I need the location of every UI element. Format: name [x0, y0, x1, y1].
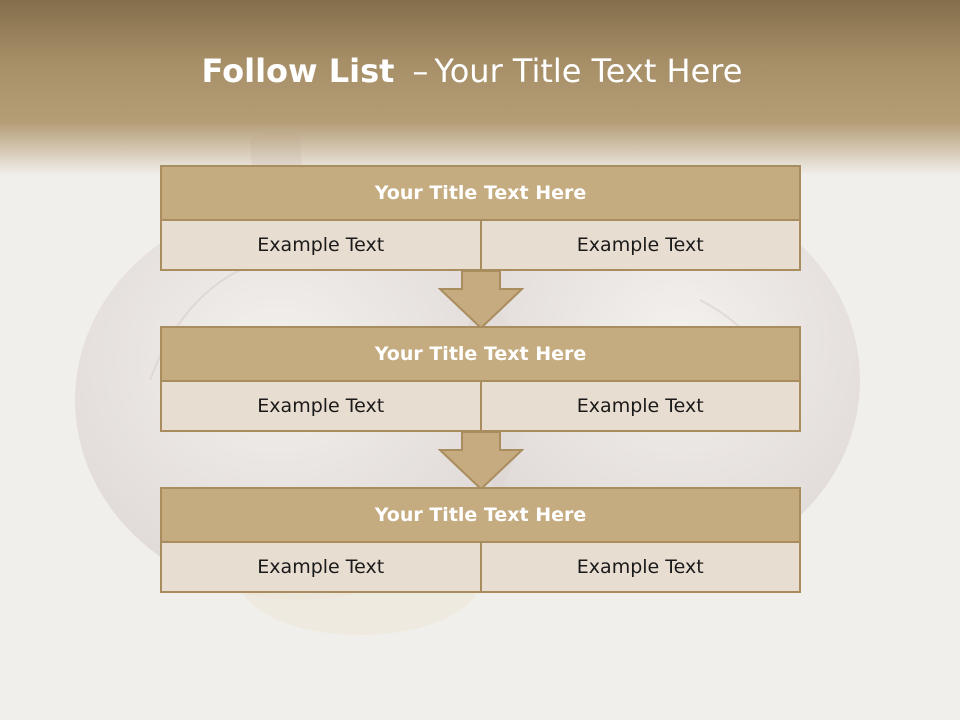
slide-title-bold: Follow List: [201, 52, 395, 90]
block-cell-left: Example Text: [162, 382, 480, 430]
down-arrow-icon: [438, 270, 524, 330]
header-band: [0, 0, 960, 175]
block-row: Example Text Example Text: [160, 221, 801, 271]
slide-title-dash: –: [412, 52, 429, 90]
block-title: Your Title Text Here: [160, 165, 801, 221]
slide-title-rest: Your Title Text Here: [434, 52, 743, 90]
block-cell-left: Example Text: [162, 543, 480, 591]
block-cell-left: Example Text: [162, 221, 480, 269]
list-block-1: Your Title Text Here Example Text Exampl…: [160, 165, 801, 271]
down-arrow-icon: [438, 431, 524, 491]
slide-title: Follow List–Your Title Text Here: [0, 52, 944, 90]
block-row: Example Text Example Text: [160, 382, 801, 432]
block-title: Your Title Text Here: [160, 487, 801, 543]
block-title: Your Title Text Here: [160, 326, 801, 382]
block-cell-right: Example Text: [479, 543, 799, 591]
block-cell-right: Example Text: [479, 221, 799, 269]
list-block-3: Your Title Text Here Example Text Exampl…: [160, 487, 801, 593]
block-cell-right: Example Text: [479, 382, 799, 430]
block-row: Example Text Example Text: [160, 543, 801, 593]
list-block-2: Your Title Text Here Example Text Exampl…: [160, 326, 801, 432]
